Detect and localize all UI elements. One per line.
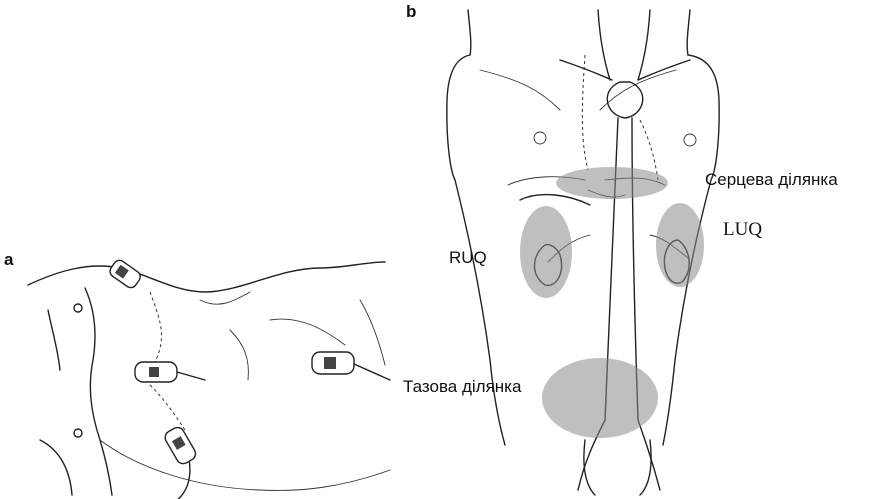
panel-b-letter: b (406, 2, 416, 22)
nipple-right (684, 134, 696, 146)
probe-flank (312, 352, 390, 380)
patient-skin-crease (230, 330, 248, 380)
zone-ruq-shading (520, 206, 572, 298)
clavicle-right (600, 70, 676, 110)
aortic-arch (607, 82, 642, 118)
label-pelvic-region: Тазова ділянка (403, 377, 521, 397)
neck-left (468, 10, 471, 55)
panel-a-supine-patient-drawing (28, 258, 390, 499)
patient-flank-line (360, 300, 385, 365)
costal-margin-lower (150, 385, 185, 430)
zone-luq-shading (656, 203, 704, 287)
patient-nipple-lower (74, 429, 82, 437)
patient-arm-crease (48, 310, 60, 370)
label-luq: LUQ (723, 219, 762, 241)
panel-a-letter: a (4, 250, 13, 270)
patient-rib-line (200, 292, 250, 304)
carotid-left (598, 10, 610, 80)
subclavian-vessels (560, 60, 690, 80)
zone-cardiac-shading (556, 167, 668, 199)
costal-margin-upper (150, 292, 162, 370)
patient-left-arm-outline (85, 288, 112, 495)
patient-lower-arm (40, 440, 72, 495)
carotid-right (638, 10, 650, 80)
patient-nipple-upper (74, 304, 82, 312)
patient-lower-outline (100, 440, 390, 490)
patient-skin-crease-2 (270, 319, 345, 345)
label-ruq: RUQ (449, 248, 487, 268)
panel-b-torso-anatomy-drawing (447, 10, 719, 495)
nipple-left (534, 132, 546, 144)
clavicle-left (480, 70, 560, 110)
probe-subxiphoid (108, 258, 143, 290)
label-cardiac-region: Серцева ділянка (705, 170, 838, 190)
probe-midabdomen (135, 362, 205, 382)
liver-edge (520, 195, 590, 205)
probe-lower-hand (128, 425, 212, 499)
neck-right (687, 10, 690, 55)
pelvic-outline (584, 440, 651, 495)
dashed-line-left (582, 55, 588, 170)
zone-pelvic-shading (542, 358, 658, 438)
patient-upper-outline (28, 262, 385, 292)
